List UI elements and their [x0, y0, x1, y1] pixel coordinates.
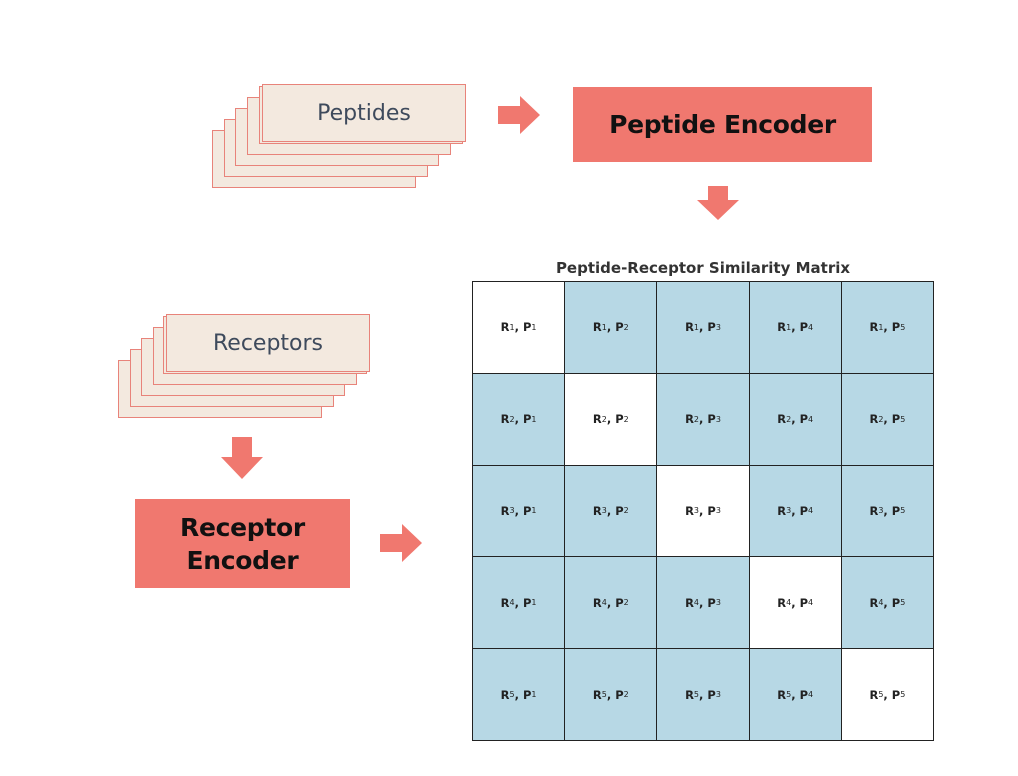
subscript: 4 — [786, 598, 792, 608]
subscript: 1 — [531, 598, 537, 608]
subscript: 1 — [693, 322, 700, 332]
subscript: 2 — [623, 690, 629, 700]
subscript: 4 — [601, 598, 607, 608]
subscript: 3 — [715, 690, 721, 700]
matrix-title: Peptide-Receptor Similarity Matrix — [555, 259, 851, 277]
subscript: 5 — [601, 690, 607, 700]
subscript: 4 — [808, 690, 814, 700]
receptor-encoder-line-2: Encoder — [186, 545, 299, 575]
receptor-encoder-box: Receptor Encoder — [135, 499, 350, 588]
subscript: 3 — [715, 414, 721, 424]
subscript: 2 — [623, 598, 629, 608]
subscript: 3 — [715, 598, 721, 608]
subscript: 1 — [509, 322, 515, 332]
subscript: 4 — [808, 598, 814, 608]
subscript: 2 — [509, 414, 515, 424]
subscript: 3 — [693, 506, 700, 516]
subscript: 4 — [808, 322, 814, 332]
subscript: 1 — [531, 506, 537, 516]
subscript: 5 — [509, 690, 515, 700]
peptides-label: Peptides — [317, 100, 411, 126]
arrow-right-icon — [380, 524, 422, 562]
subscript: 2 — [623, 322, 629, 332]
subscript: 1 — [531, 322, 537, 332]
arrow-right-icon — [498, 96, 540, 134]
subscript: 5 — [900, 598, 906, 608]
arrow-down-icon — [697, 186, 739, 220]
subscript: 1 — [878, 322, 884, 332]
subscript: 1 — [601, 322, 607, 332]
subscript: 1 — [786, 322, 792, 332]
subscript: 3 — [878, 506, 884, 516]
subscript: 3 — [786, 506, 792, 516]
subscript: 1 — [531, 690, 537, 700]
receptors-label: Receptors — [212, 330, 324, 356]
subscript: 1 — [531, 414, 537, 424]
subscript: 3 — [715, 506, 721, 516]
subscript: 3 — [715, 322, 721, 332]
peptides-stack: Peptides — [212, 84, 468, 190]
subscript: 5 — [878, 690, 884, 700]
subscript: 5 — [693, 690, 700, 700]
subscript: 3 — [509, 506, 515, 516]
subscript: 5 — [900, 690, 906, 700]
subscript: 5 — [900, 322, 906, 332]
subscript: 2 — [878, 414, 884, 424]
subscript: 5 — [786, 690, 792, 700]
subscript: 4 — [878, 598, 884, 608]
subscript: 3 — [601, 506, 607, 516]
receptors-stack: Receptors — [118, 314, 374, 420]
subscript: 2 — [623, 414, 629, 424]
peptide-encoder-box: Peptide Encoder — [573, 87, 872, 162]
receptors-card: Receptors — [166, 314, 370, 372]
subscript: 5 — [900, 506, 906, 516]
subscript: 4 — [693, 598, 700, 608]
subscript: 2 — [693, 414, 700, 424]
subscript: 4 — [808, 414, 814, 424]
subscript: 4 — [808, 506, 814, 516]
subscript: 2 — [601, 414, 607, 424]
subscript: 2 — [623, 506, 629, 516]
peptides-card: Peptides — [262, 84, 466, 142]
subscript: 2 — [786, 414, 792, 424]
subscript: 4 — [509, 598, 515, 608]
receptor-encoder-line-1: Receptor — [180, 512, 305, 542]
subscript: 5 — [900, 414, 906, 424]
arrow-down-icon — [221, 437, 263, 479]
